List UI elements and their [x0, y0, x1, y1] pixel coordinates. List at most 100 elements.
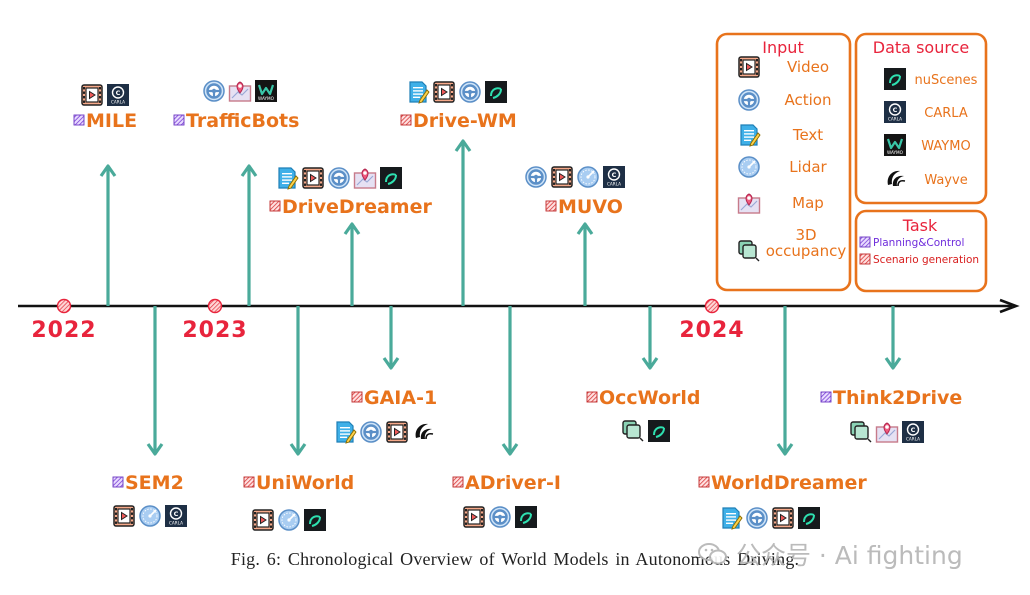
waymo-icon: WAYMO [255, 80, 277, 102]
year-marker [56, 298, 72, 314]
icon-row-below-3 [463, 506, 537, 528]
text-icon [278, 167, 299, 190]
task-marker-scenario [545, 200, 557, 212]
arrow-up-1-head [240, 164, 258, 177]
video-icon [463, 506, 485, 528]
video-icon [772, 507, 794, 529]
task-marker-scenario [586, 391, 598, 403]
year-marker [704, 298, 720, 314]
carla-glyph: C [911, 426, 916, 434]
occupancy-icon [622, 420, 644, 442]
figure-caption: Fig. 6: Chronological Overview of World … [230, 549, 800, 569]
icon-row-above-2 [278, 167, 402, 190]
legend-input-label: Text [792, 126, 823, 144]
video-icon [433, 81, 455, 103]
wechat-icon [698, 543, 727, 565]
legend-source-label: CARLA [924, 106, 968, 121]
wayve-icon [415, 423, 434, 440]
legend-input-label: Action [785, 91, 832, 109]
arrow-down-1-head [289, 443, 307, 456]
task-marker-planning [73, 114, 85, 126]
task-marker-scenario [859, 253, 871, 265]
model-name: UniWorld [256, 472, 354, 494]
action-icon [525, 166, 547, 188]
occupancy-icon [850, 421, 872, 443]
icon-row-above-1: WAYMO [203, 80, 277, 102]
video-icon [81, 84, 103, 106]
wayve-icon [887, 170, 906, 187]
action-icon [746, 507, 768, 529]
nuscenes-icon [304, 509, 326, 531]
video-icon [302, 167, 324, 189]
legend-input-label: Video [787, 58, 829, 76]
waymo-icon-label: WAYMO [887, 150, 904, 155]
nuscenes-icon [884, 68, 906, 90]
text-icon [722, 507, 743, 530]
nuscenes-icon [798, 507, 820, 529]
model-name: Think2Drive [833, 387, 962, 409]
legend-input-label: Lidar [789, 158, 827, 176]
icon-row-above-3 [409, 81, 507, 104]
carla-glyph: C [612, 171, 617, 179]
carla-icon-label: CARLA [906, 437, 920, 442]
task-marker-planning [112, 476, 124, 488]
map-icon [228, 81, 252, 102]
carla-glyph: C [174, 510, 179, 518]
legend-input-label: Map [792, 194, 824, 212]
watermark: 公众号 · Ai fighting [698, 536, 963, 572]
model-name: Drive-WM [413, 110, 517, 132]
arrow-down-2-head [382, 357, 400, 370]
legend-task-label: Planning&Control [873, 237, 964, 249]
arrows [99, 139, 902, 456]
carla-icon-label: CARLA [169, 521, 183, 526]
action-icon [328, 167, 350, 189]
model-name: MILE [86, 110, 137, 132]
nuscenes-icon [648, 420, 670, 442]
video-icon [738, 56, 760, 78]
model-name: OccWorld [599, 387, 701, 409]
year-label: 2023 [182, 318, 247, 343]
task-marker-scenario [351, 391, 363, 403]
lidar-icon [738, 156, 760, 178]
task-marker-scenario [400, 114, 412, 126]
carla-icon-label: CARLA [111, 100, 125, 105]
video-icon [113, 505, 135, 527]
arrow-up-4-head [576, 222, 594, 235]
arrow-up-2-head [343, 222, 361, 235]
task-marker-scenario [243, 476, 255, 488]
action-icon [738, 89, 760, 111]
legend-source-label: WAYMO [921, 139, 970, 154]
icon-row-below-2 [336, 421, 434, 444]
map-icon [737, 193, 761, 214]
task-marker-scenario [452, 476, 464, 488]
lidar-icon [577, 166, 599, 188]
waymo-icon: WAYMO [884, 134, 906, 156]
action-icon [203, 80, 225, 102]
carla-glyph: C [893, 106, 898, 114]
year-label: 2022 [31, 318, 96, 343]
map-icon [353, 168, 377, 189]
year-label: 2024 [679, 318, 744, 343]
arrow-down-3-head [501, 443, 519, 456]
carla-icon: C CARLA [165, 505, 187, 527]
legend-source-label: nuScenes [915, 73, 978, 88]
arrow-down-6-head [884, 357, 902, 370]
legend-source-title: Data source [873, 38, 969, 57]
lidar-icon [278, 509, 300, 531]
model-name: DriveDreamer [282, 196, 432, 218]
occupancy-icon [738, 240, 760, 262]
icon-row-below-5 [722, 507, 820, 530]
legend-task-label: Scenario generation [873, 254, 979, 266]
task-marker-scenario [698, 476, 710, 488]
video-icon [386, 421, 408, 443]
